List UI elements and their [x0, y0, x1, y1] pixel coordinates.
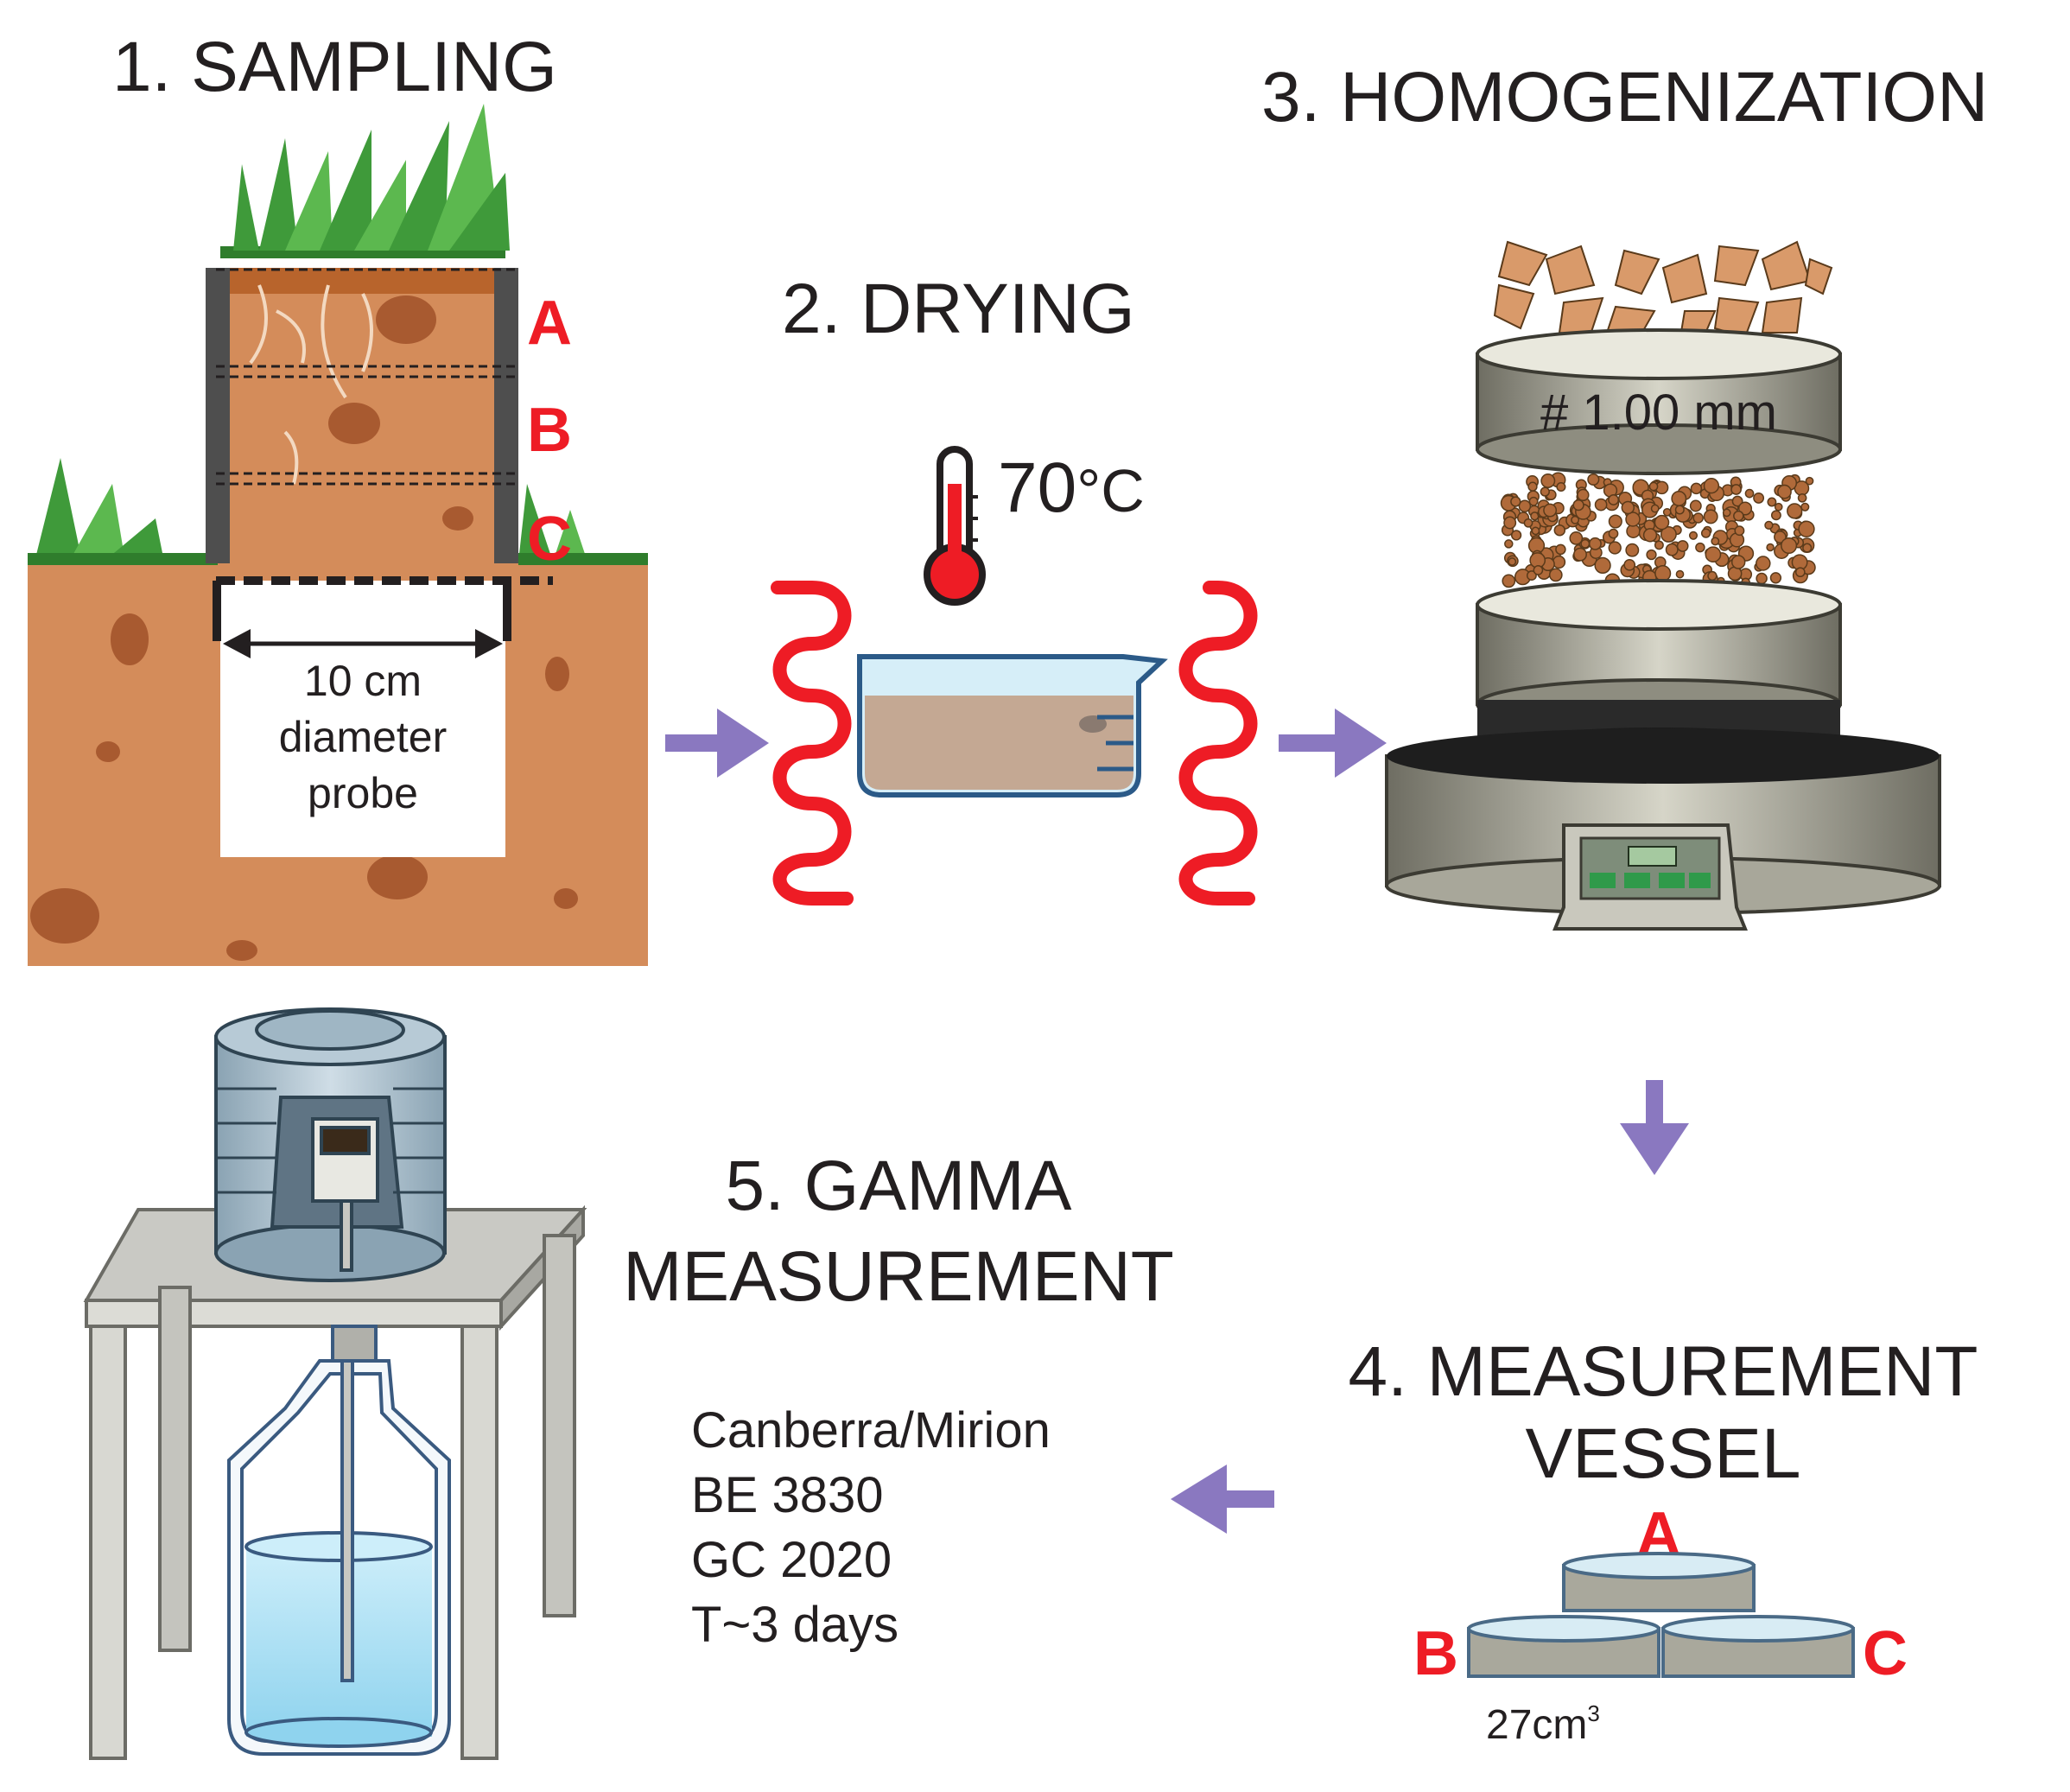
step4-title-line2: VESSEL: [1525, 1414, 1800, 1493]
step4-title-line1: 4. MEASUREMENT: [1349, 1332, 1978, 1411]
sieve-top: [1476, 328, 1842, 475]
grass-top: [220, 104, 510, 258]
lead-shield: [214, 1007, 447, 1282]
sieve-bottom: [1476, 579, 1842, 730]
fine-soil-particles: [1500, 472, 1816, 589]
heat-wave-right: [1178, 581, 1258, 906]
vessel-label-b: B: [1413, 1619, 1458, 1688]
step2-title: 2. DRYING: [782, 270, 1135, 348]
arrow-homogenization-to-vessel: [1620, 1080, 1689, 1175]
probe-label-line2: diameter: [279, 713, 448, 761]
vessel-label-c: C: [1863, 1619, 1908, 1688]
vessel-illustration: 4. MEASUREMENT VESSEL A B C 27cm3: [1349, 1332, 1978, 1748]
layer-dividers: [216, 268, 518, 486]
heat-wave-left: [771, 581, 854, 906]
beaker-icon: [857, 654, 1168, 798]
layer-c-label: C: [527, 505, 572, 574]
vessel-b: [1467, 1615, 1660, 1678]
detector-line2: BE 3830: [691, 1467, 884, 1523]
step5-title-line2: MEASUREMENT: [623, 1237, 1174, 1316]
diameter-arrow: [223, 629, 503, 658]
sieve-shaker: [1385, 700, 1941, 931]
dewar: [227, 1325, 451, 1756]
coarse-soil-chunks: [1493, 240, 1833, 343]
drying-temperature: 70°C: [998, 448, 1145, 527]
probe-label-line1: 10 cm: [304, 657, 422, 705]
layer-a-label: A: [527, 289, 572, 358]
grass-left: [28, 458, 218, 565]
probe-label-line3: probe: [308, 769, 418, 817]
stones: [30, 295, 578, 961]
detector-line4: T~3 days: [691, 1597, 898, 1653]
probe-wall-left: [206, 268, 230, 563]
grass-right: [518, 484, 648, 565]
sieve-mesh-label: # 1.00 mm: [1540, 384, 1777, 441]
vessel-volume: 27cm3: [1486, 1700, 1600, 1748]
homogenization-illustration: 3. HOMOGENIZATION # 1.00 mm: [1261, 58, 1988, 931]
vessel-a: [1562, 1552, 1756, 1612]
gamma-illustration: 5. GAMMA MEASUREMENT Canberra/Mirion BE …: [83, 1007, 1174, 1760]
thermometer-icon: [924, 446, 986, 606]
probe-wall-right: [494, 268, 518, 563]
layer-b-label: B: [527, 396, 572, 465]
drying-illustration: 2. DRYING 70°C: [771, 270, 1258, 906]
detector-line1: Canberra/Mirion: [691, 1402, 1051, 1458]
detector-line3: GC 2020: [691, 1532, 892, 1588]
vessel-c: [1661, 1615, 1855, 1678]
step3-title: 3. HOMOGENIZATION: [1261, 58, 1988, 137]
roots: [249, 284, 373, 485]
arrow-sampling-to-drying: [665, 709, 769, 778]
sampling-illustration: 1. SAMPLING: [28, 28, 648, 966]
soil-core-top: [220, 268, 505, 294]
arrow-vessel-to-gamma: [1171, 1465, 1274, 1534]
sampling-hole: [220, 581, 505, 857]
step5-title-line1: 5. GAMMA: [726, 1147, 1072, 1225]
arrow-drying-to-homogenization: [1279, 709, 1387, 778]
step1-title: 1. SAMPLING: [112, 28, 557, 106]
